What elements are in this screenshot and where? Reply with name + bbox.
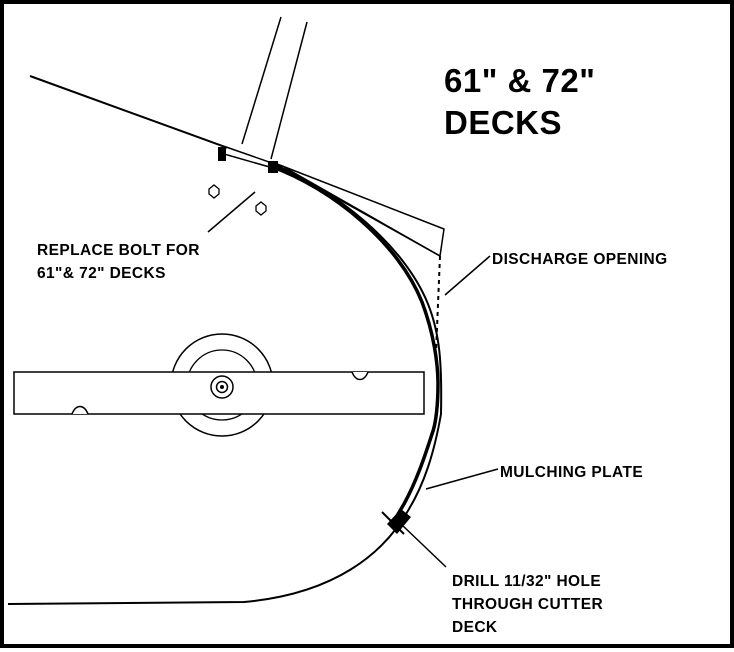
handle-rail-left — [241, 16, 282, 145]
leader-drill — [400, 523, 447, 568]
hex-nut-2 — [255, 201, 267, 216]
deck-drawing — [7, 16, 499, 605]
bolt-head-left — [218, 147, 226, 161]
callout-drill-line-3: DECK — [452, 619, 498, 636]
chute-inner-line — [283, 166, 441, 257]
title-line-2: DECKS — [444, 104, 563, 141]
handle-rail-right — [270, 21, 308, 160]
discharge-chute — [271, 161, 445, 258]
callout-mulching-plate: MULCHING PLATE — [500, 464, 644, 481]
deck-size-title: 61" & 72" DECKS — [444, 60, 595, 144]
leader-discharge — [444, 255, 491, 296]
discharge-opening-line — [435, 255, 441, 353]
blade-notch-right — [351, 371, 369, 381]
leader-mulching — [425, 468, 499, 490]
drill-bolt — [387, 509, 411, 534]
mulching-plate — [269, 164, 440, 522]
callout-drill-line-2: THROUGH CUTTER — [452, 596, 604, 613]
callout-discharge-opening: DISCHARGE OPENING — [492, 251, 668, 268]
hex-nut-1 — [208, 184, 220, 199]
callout-replace-bolt: REPLACE BOLT FOR 61"& 72" DECKS — [37, 239, 200, 285]
callout-replace-bolt-line-2: 61"& 72" DECKS — [37, 265, 166, 282]
spindle-center-dot — [220, 385, 224, 389]
drill-bolt-shaft — [381, 511, 405, 535]
bolt-head-right — [268, 161, 278, 173]
title-line-1: 61" & 72" — [444, 62, 596, 99]
callout-drill-line-1: DRILL 11/32" HOLE — [452, 573, 602, 590]
callout-replace-bolt-line-1: REPLACE BOLT FOR — [37, 242, 200, 259]
blade-notch-left — [71, 405, 89, 415]
deck-outline — [7, 75, 443, 605]
leader-replace-bolt — [207, 191, 256, 233]
callout-drill-hole: DRILL 11/32" HOLE THROUGH CUTTER DECK — [452, 570, 603, 639]
